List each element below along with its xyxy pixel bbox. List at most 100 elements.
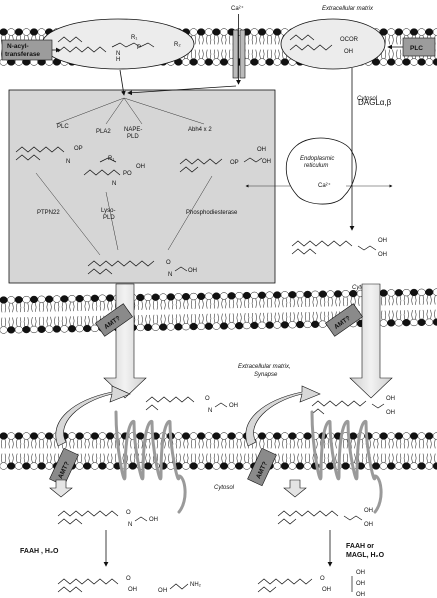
amt-box-2: AMT?	[325, 303, 363, 337]
biosynthesis-panel	[8, 89, 276, 284]
svg-text:OH: OH	[188, 268, 197, 274]
synapse-label-1: Extracellular matrix,	[238, 364, 291, 370]
svg-text:H: H	[116, 57, 120, 63]
two-ag-top-structure: OH OH	[291, 238, 387, 258]
synapse-label-2: Synapse	[254, 372, 278, 378]
svg-text:OH: OH	[149, 517, 158, 523]
svg-text:O: O	[320, 576, 325, 582]
svg-text:OH: OH	[136, 164, 145, 170]
amt-box-3: AMT?	[49, 447, 79, 487]
svg-text:O: O	[126, 510, 131, 516]
extracellular-top-label: Extracellular matrix	[322, 6, 374, 12]
svg-text:OCOR: OCOR	[340, 37, 359, 43]
svg-text:N: N	[112, 181, 116, 187]
cytosol-top-label: Cytosol	[357, 96, 378, 102]
cb-receptor-right	[310, 410, 383, 514]
ca-top-label: Ca²⁺	[231, 5, 244, 12]
svg-text:NH₂: NH₂	[190, 582, 202, 588]
lyso-pld-label-2: PLD	[103, 215, 115, 221]
pla2-label: PLA2	[96, 129, 111, 135]
svg-text:OH: OH	[344, 49, 353, 55]
svg-text:OH: OH	[386, 410, 395, 416]
svg-text:P: P	[137, 45, 141, 51]
glycerophospho-nae-structure: OP OH OH	[179, 147, 271, 173]
svg-text:H: H	[163, 588, 167, 594]
cb-receptor-left	[114, 410, 187, 514]
n-acyl-label-1: N-acyl-	[7, 43, 29, 50]
diacylglycerol-structure: OCOR OH	[289, 34, 359, 55]
svg-text:N: N	[208, 408, 212, 414]
phosphodiesterase-label: Phosphodiesterase	[186, 210, 238, 216]
arachidonic-acid-right-structure: O OH	[257, 576, 331, 593]
anandamide-panel-structure: O N OH	[87, 260, 197, 278]
svg-text:N: N	[128, 522, 132, 528]
svg-text:OP: OP	[74, 146, 83, 152]
small-arrow-right	[283, 479, 307, 498]
anandamide-cytosol-structure: O N OH	[57, 510, 158, 528]
endoplasmic-reticulum	[285, 137, 357, 205]
panel-down-lines	[35, 172, 213, 256]
svg-text:OH: OH	[364, 522, 373, 528]
amt-box-4: AMT?	[247, 447, 277, 487]
enzyme-branch-lines	[55, 97, 205, 125]
svg-text:OH: OH	[356, 570, 365, 576]
svg-text:N: N	[168, 272, 172, 278]
small-arrow-left	[49, 479, 73, 498]
two-ag-synapse-structure: OH OH	[311, 396, 395, 416]
svg-text:R₂: R₂	[174, 42, 181, 48]
cytosol-bottom-label: Cytosol	[214, 485, 235, 491]
ca-er-label: Ca²⁺	[318, 182, 331, 189]
calcium-channel	[232, 14, 246, 85]
svg-text:OH: OH	[257, 147, 266, 153]
diacylglycerol-ellipse	[280, 18, 386, 70]
anandamide-synapse-structure: O N OH	[145, 396, 238, 414]
nape-pld-label-2: PLD	[127, 134, 139, 140]
faah-label: FAAH , H₂O	[20, 548, 59, 555]
ethanolamine-structure: O H NH₂	[158, 582, 202, 594]
svg-text:OH: OH	[378, 238, 387, 244]
svg-text:OH: OH	[128, 587, 137, 593]
glycerol-structure: OH OH OH	[351, 570, 365, 598]
nape-structure: N H P R₁ R₂	[57, 35, 181, 63]
svg-text:OP: OP	[230, 160, 239, 166]
svg-text:OH: OH	[322, 587, 331, 593]
transport-arrow-right	[349, 283, 393, 399]
svg-text:OH: OH	[262, 159, 271, 165]
uptake-curve-left	[55, 385, 131, 447]
arachidonic-acid-left-structure: O OH	[57, 576, 137, 593]
nape-pld-label-1: NAPE-	[124, 127, 142, 133]
svg-text:OH: OH	[356, 592, 365, 598]
svg-text:OH: OH	[386, 396, 395, 402]
svg-text:O: O	[126, 576, 131, 582]
svg-text:OH: OH	[229, 403, 238, 409]
ptpn22-label: PTPN22	[37, 210, 60, 216]
transport-arrow-left	[103, 283, 147, 399]
faah-magl-label-2: MAGL, H₂O	[346, 552, 385, 559]
svg-text:PO: PO	[123, 171, 132, 177]
svg-text:OH: OH	[364, 508, 373, 514]
svg-text:R₁: R₁	[131, 35, 137, 41]
abh4-label: Abh4 x 2	[188, 127, 212, 133]
svg-text:OH: OH	[378, 252, 387, 258]
svg-text:O: O	[158, 588, 163, 594]
n-acyl-label-2: transferase	[5, 51, 40, 58]
plc-box-label: PLC	[410, 45, 423, 52]
phospho-anandamide-structure: OP N	[15, 146, 83, 165]
lyso-pld-label-1: Lyso-	[101, 208, 115, 214]
faah-magl-label-1: FAAH or	[346, 543, 374, 550]
middle-membrane	[0, 288, 437, 334]
svg-text:N: N	[116, 51, 120, 57]
uptake-curve-right	[245, 385, 321, 447]
plc-label: PLC	[57, 124, 69, 130]
dagl-label: DAGLα,β	[358, 98, 392, 107]
svg-text:O: O	[205, 396, 210, 402]
er-label-2: reticulum	[304, 163, 328, 169]
two-ag-cytosol-structure: OH OH	[277, 508, 373, 528]
svg-text:N: N	[66, 159, 70, 165]
amt-box-1: AMT?	[95, 303, 133, 337]
svg-text:O: O	[166, 260, 171, 266]
svg-text:OH: OH	[356, 581, 365, 587]
er-label-1: Endoplasmic	[300, 156, 334, 162]
svg-text:R₁: R₁	[108, 156, 114, 162]
